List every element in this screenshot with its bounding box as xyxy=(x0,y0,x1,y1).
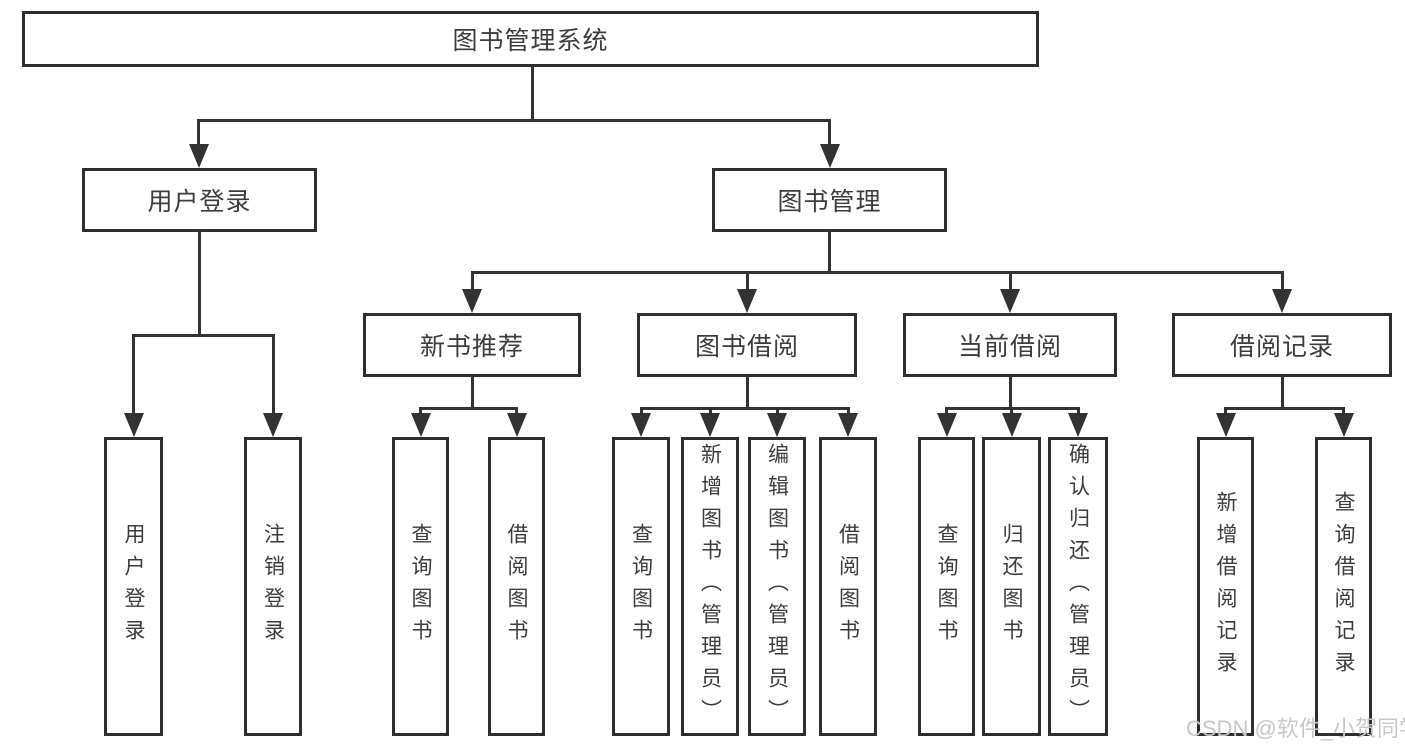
node-current-borrow: 当前借阅 xyxy=(903,313,1117,377)
connector-to-leaf-login-stem xyxy=(132,334,135,414)
arrowhead-leaf xyxy=(767,413,787,437)
leaf-stem xyxy=(1224,407,1227,417)
leaf-query-books-recommend: 查询图书 xyxy=(392,437,449,736)
leaf-stem xyxy=(945,407,948,417)
arrowhead-to-borrow-records xyxy=(1272,289,1292,313)
leaf-stem xyxy=(846,407,850,417)
connector-book-borrow-vline xyxy=(745,376,749,409)
arrowhead-leaf xyxy=(631,413,651,437)
connector-book-borrow-hline xyxy=(639,407,850,410)
arrowhead-leaf xyxy=(410,413,431,437)
arrowhead-to-book-management xyxy=(819,144,840,168)
node-book-management: 图书管理 xyxy=(712,168,947,232)
connector-user-login-vline xyxy=(197,230,201,336)
csdn-watermark: CSDN @软件_小贺同学 xyxy=(1186,716,1405,741)
connector-root-hline xyxy=(197,119,831,122)
leaf-user-login: 用户登录 xyxy=(104,437,163,736)
arrowhead-to-book-borrow xyxy=(737,289,757,313)
connector-new-books-vline xyxy=(470,376,474,409)
arrowhead-leaf xyxy=(1001,413,1022,437)
node-user-login: 用户登录 xyxy=(82,168,317,232)
connector-to-current-borrow-stem xyxy=(1008,271,1012,291)
arrowhead-to-user-login xyxy=(188,144,209,168)
connector-root-vline xyxy=(530,66,534,120)
arrowhead-leaf xyxy=(936,413,957,437)
connector-to-book-borrow-stem xyxy=(745,271,749,291)
connector-to-borrow-records-stem xyxy=(1280,271,1284,291)
node-library-management-system: 图书管理系统 xyxy=(22,11,1039,67)
arrowhead-leaf xyxy=(506,413,527,437)
connector-current-borrow-vline xyxy=(1008,376,1012,409)
node-borrow-records: 借阅记录 xyxy=(1172,313,1392,377)
leaf-edit-books-admin: 编辑图书（管理员） xyxy=(748,437,806,736)
node-new-book-recommend: 新书推荐 xyxy=(363,313,581,377)
leaf-add-borrow-record: 新增借阅记录 xyxy=(1197,437,1254,736)
leaf-query-borrow-record: 查询借阅记录 xyxy=(1315,437,1372,736)
connector-to-new-books-stem xyxy=(470,271,474,291)
connector-borrow-records-vline xyxy=(1280,376,1284,409)
leaf-return-books: 归还图书 xyxy=(982,437,1041,736)
arrowhead-to-leaf-logout xyxy=(263,413,283,437)
leaf-stem xyxy=(1076,407,1080,417)
connector-borrow-records-hline xyxy=(1224,407,1345,410)
connector-to-user-login-stem xyxy=(196,119,200,146)
arrowhead-leaf xyxy=(1215,413,1236,437)
leaf-query-books-current: 查询图书 xyxy=(918,437,975,736)
leaf-stem xyxy=(1010,407,1013,417)
leaf-stem xyxy=(775,407,779,417)
connector-user-login-hline xyxy=(132,334,275,337)
node-book-borrow: 图书借阅 xyxy=(637,313,857,377)
leaf-stem xyxy=(515,407,518,417)
leaf-logout: 注销登录 xyxy=(244,437,302,736)
leaf-confirm-return-admin: 确认归还（管理员） xyxy=(1048,437,1108,736)
arrowhead-leaf xyxy=(1333,413,1354,437)
connector-book-management-vline xyxy=(828,230,831,274)
leaf-stem xyxy=(639,407,643,417)
connector-book-management-hline xyxy=(470,271,1284,274)
connector-new-books-hline xyxy=(419,407,518,410)
leaf-query-books-borrow: 查询图书 xyxy=(612,437,670,736)
leaf-borrow-books-recommend: 借阅图书 xyxy=(488,437,545,736)
arrowhead-leaf xyxy=(838,413,858,437)
leaf-stem xyxy=(419,407,422,417)
arrowhead-leaf xyxy=(1068,413,1088,437)
leaf-stem xyxy=(1342,407,1345,417)
connector-to-leaf-logout-stem xyxy=(271,334,275,414)
leaf-borrow-books: 借阅图书 xyxy=(819,437,877,736)
arrowhead-to-current-borrow xyxy=(1000,289,1020,313)
arrowhead-leaf xyxy=(700,413,720,437)
leaf-add-books-admin: 新增图书（管理员） xyxy=(681,437,739,736)
connector-to-book-management-stem xyxy=(827,119,831,146)
arrowhead-to-leaf-login xyxy=(123,413,144,437)
arrowhead-to-new-books xyxy=(462,289,482,313)
leaf-stem xyxy=(708,407,712,417)
